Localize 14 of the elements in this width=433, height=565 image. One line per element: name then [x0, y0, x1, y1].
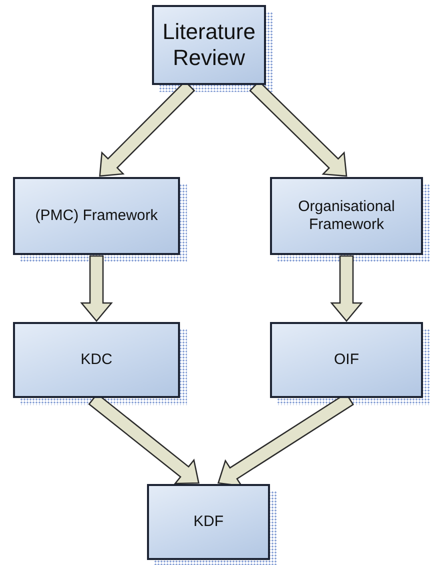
process-box — [13, 322, 180, 398]
process-box — [270, 322, 423, 398]
box-label: OIF — [334, 351, 359, 369]
process-box — [147, 484, 270, 560]
box-label: Organisational Framework — [297, 198, 396, 234]
process-box — [13, 177, 180, 255]
block-arrow — [330, 255, 363, 322]
box-label: (PMC) Framework — [35, 207, 158, 225]
box-label: KDF — [194, 513, 224, 531]
block-arrow — [80, 255, 113, 322]
box-label: KDC — [80, 351, 112, 369]
process-box — [152, 5, 266, 85]
box-label: Literature Review — [162, 18, 256, 72]
process-box — [270, 177, 423, 255]
